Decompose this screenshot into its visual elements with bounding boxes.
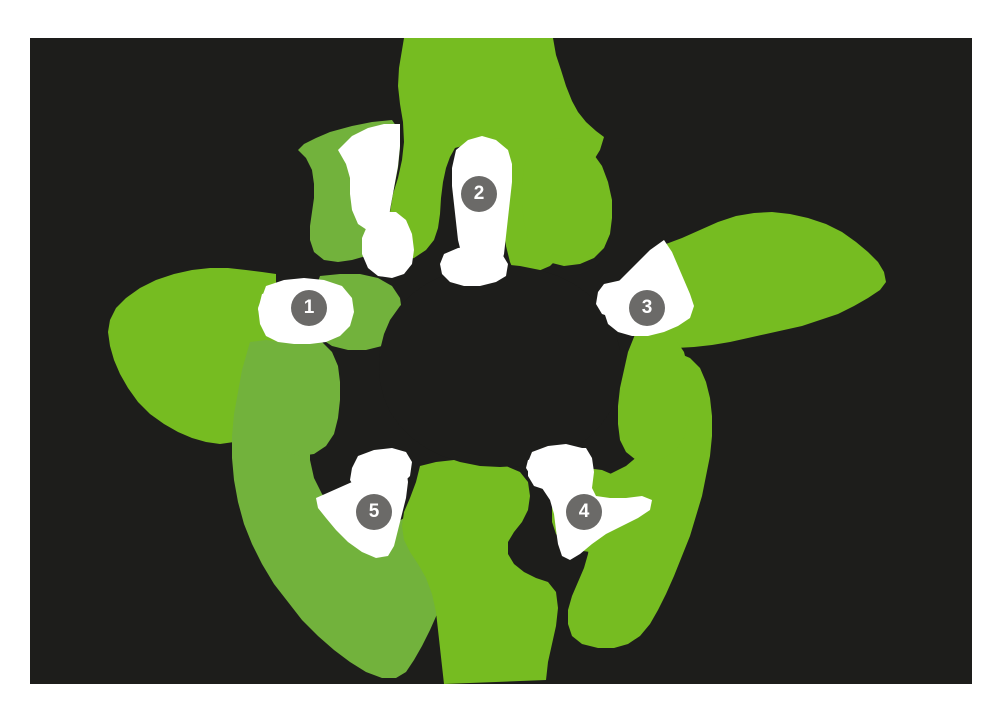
dark-backdrop [30,38,972,684]
marker-2[interactable]: 2 [461,176,497,212]
marker-4-label: 4 [578,501,590,522]
marker-2-label: 2 [473,183,485,204]
marker-1-label: 1 [303,297,315,318]
marker-5-label: 5 [368,501,380,522]
marker-1[interactable]: 1 [291,290,327,326]
marker-3-label: 3 [641,297,653,318]
marker-3[interactable]: 3 [629,290,665,326]
marker-5[interactable]: 5 [356,494,392,530]
marker-4[interactable]: 4 [566,494,602,530]
